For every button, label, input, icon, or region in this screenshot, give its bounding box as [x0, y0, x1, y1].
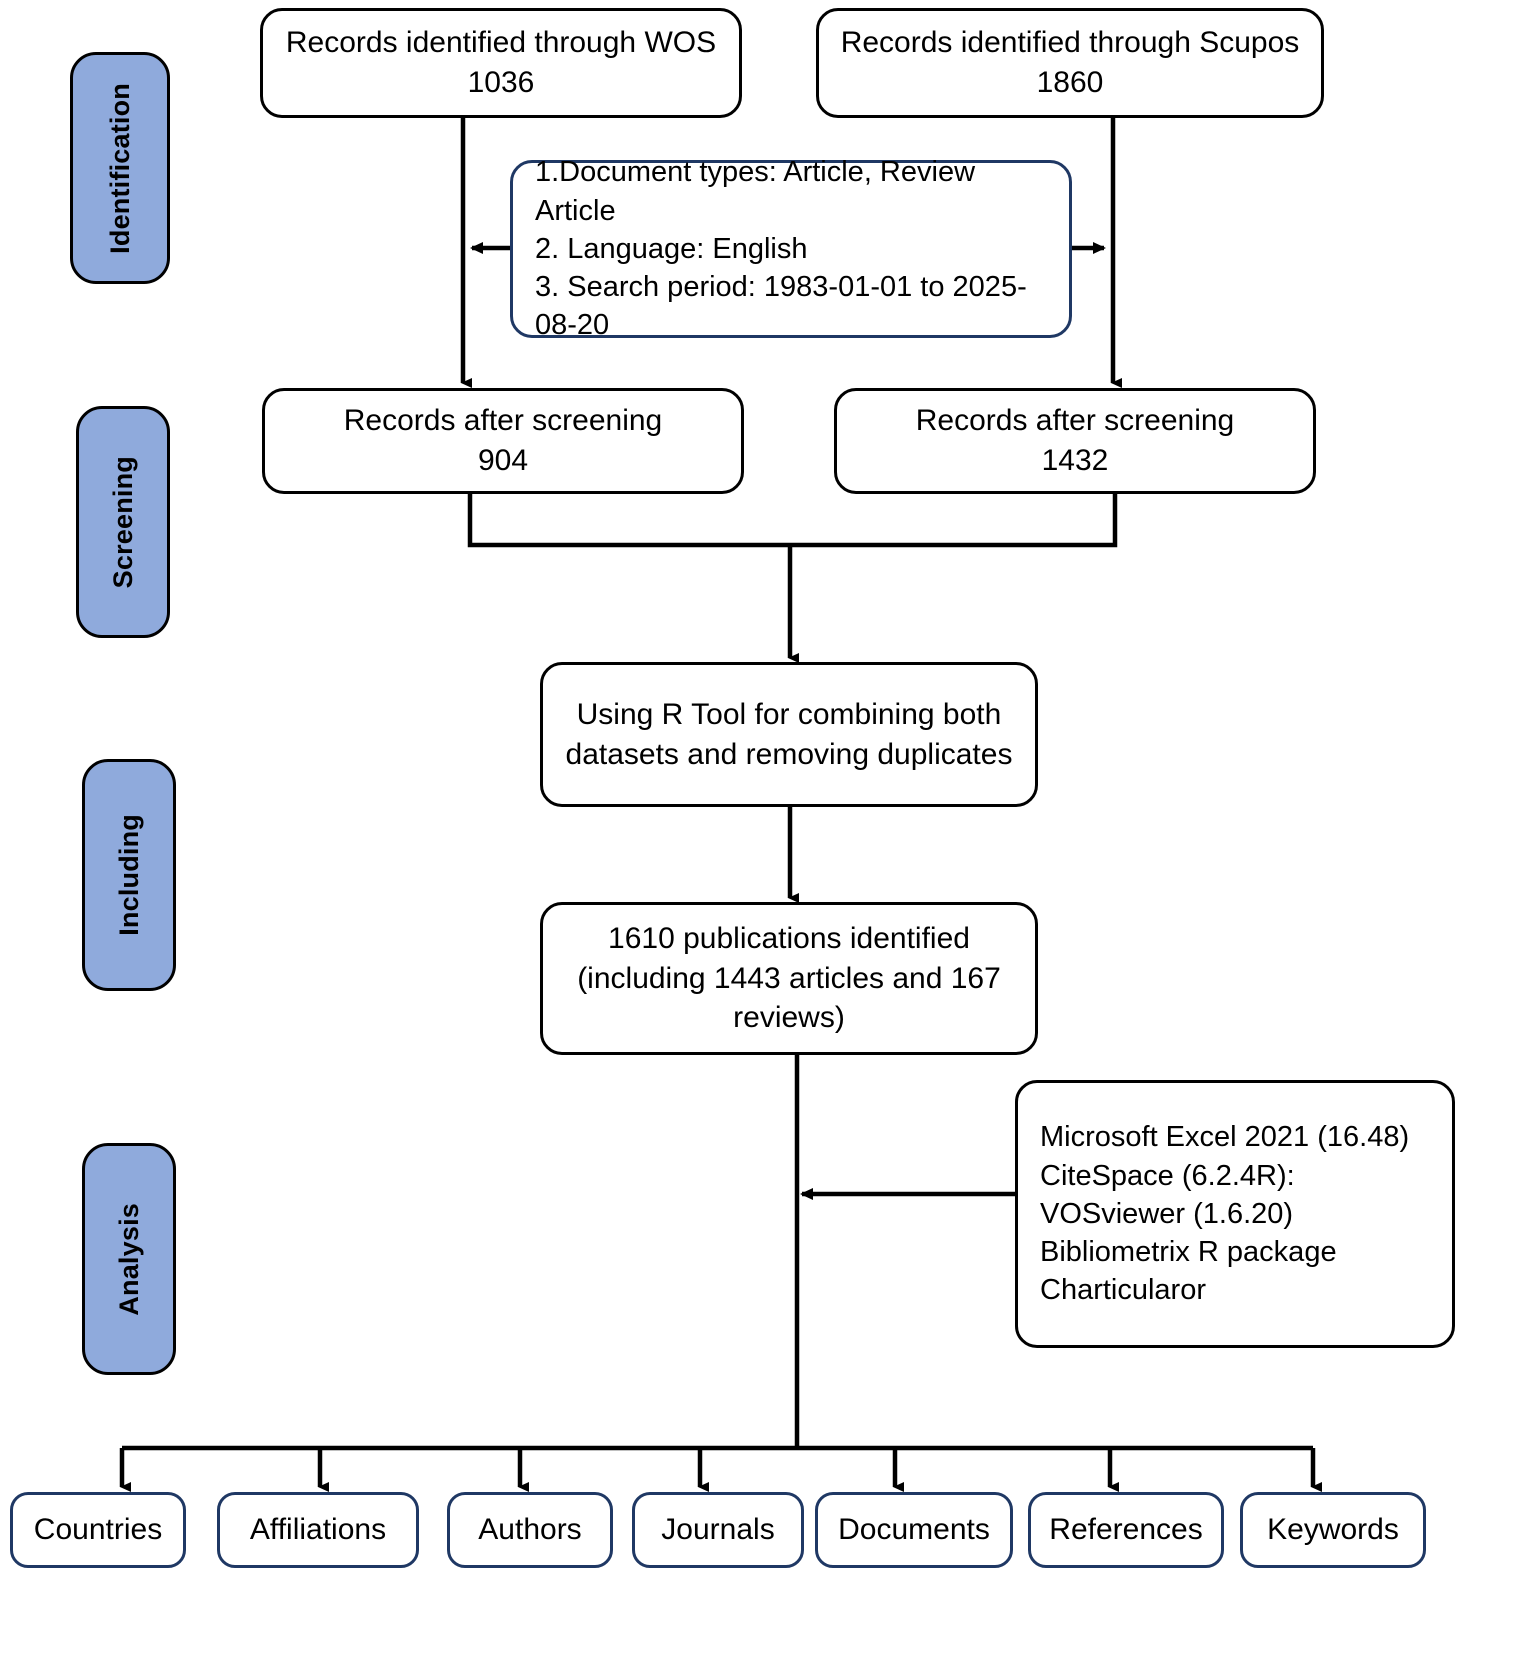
node-software-tools-label: Microsoft Excel 2021 (16.48) CiteSpace (…	[1040, 1121, 1410, 1307]
node-records-scopus-label: Records identified through Scupos 1860	[840, 26, 1300, 99]
node-records-wos: Records identified through WOS 1036	[260, 8, 742, 118]
node-screened-scopus: Records after screening 1432	[834, 388, 1316, 494]
stage-pill-including: Including	[82, 759, 176, 991]
stage-label-screening: Screening	[107, 455, 138, 589]
output-chip-references-label: References	[1049, 1513, 1203, 1546]
connector-screening-merge	[467, 494, 1118, 548]
node-screened-wos: Records after screening 904	[262, 388, 744, 494]
output-chip-references[interactable]: References	[1028, 1492, 1224, 1568]
stage-label-identification: Identification	[104, 82, 135, 254]
stage-label-including: Including	[113, 814, 144, 936]
node-inclusion-criteria-label: 1.Document types: Article, Review Articl…	[535, 156, 1027, 342]
node-merged-publications: 1610 publications identified (including …	[540, 902, 1038, 1055]
node-inclusion-criteria: 1.Document types: Article, Review Articl…	[510, 156, 1072, 341]
output-chip-affiliations[interactable]: Affiliations	[217, 1492, 419, 1568]
output-chip-authors[interactable]: Authors	[447, 1492, 613, 1568]
output-chip-documents[interactable]: Documents	[815, 1492, 1013, 1568]
output-chip-countries[interactable]: Countries	[10, 1492, 186, 1568]
output-chip-countries-label: Countries	[33, 1513, 163, 1546]
node-r-tool-label: Using R Tool for combining both datasets…	[565, 697, 1013, 771]
output-chip-journals[interactable]: Journals	[632, 1492, 804, 1568]
stage-pill-analysis: Analysis	[82, 1143, 176, 1375]
node-records-scopus: Records identified through Scupos 1860	[816, 8, 1324, 118]
output-chip-documents-label: Documents	[838, 1513, 990, 1546]
node-screened-wos-label: Records after screening 904	[343, 404, 663, 477]
output-chip-keywords[interactable]: Keywords	[1240, 1492, 1426, 1568]
output-chip-keywords-label: Keywords	[1267, 1513, 1399, 1546]
stage-pill-identification: Identification	[70, 52, 170, 284]
output-chip-authors-label: Authors	[478, 1513, 582, 1546]
output-chip-affiliations-label: Affiliations	[249, 1513, 387, 1546]
node-records-wos-label: Records identified through WOS 1036	[285, 26, 717, 99]
node-software-tools: Microsoft Excel 2021 (16.48) CiteSpace (…	[1015, 1080, 1455, 1348]
stage-pill-screening: Screening	[76, 406, 170, 638]
node-screened-scopus-label: Records after screening 1432	[915, 404, 1235, 477]
node-merged-publications-label: 1610 publications identified (including …	[577, 922, 1001, 1035]
node-r-tool: Using R Tool for combining both datasets…	[540, 662, 1038, 807]
output-chip-journals-label: Journals	[661, 1513, 775, 1546]
stage-label-analysis: Analysis	[113, 1202, 144, 1316]
